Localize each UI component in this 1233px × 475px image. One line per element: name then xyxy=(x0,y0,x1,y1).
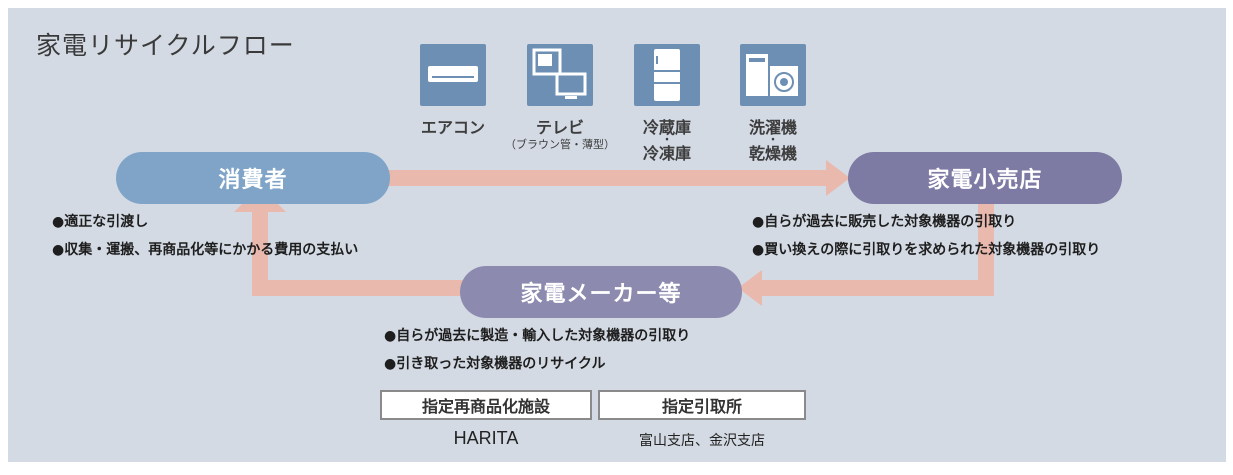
node-manufacturer: 家電メーカー等 xyxy=(460,266,742,318)
list-item: ●買い換えの際に引取りを求められた対象機器の引取り xyxy=(752,242,1101,258)
facility-name-collection-site: 富山支店、金沢支店 xyxy=(639,433,765,449)
node-retailer: 家電小売店 xyxy=(848,152,1122,204)
node-consumer: 消費者 xyxy=(116,152,390,204)
facility-heading-collection-site: 指定引取所 xyxy=(598,390,806,420)
washing-machine-icon xyxy=(740,44,806,106)
facility-name-recycling-plant: HARITA xyxy=(453,428,519,448)
appliance-label-fridge: 冷蔵庫 ・ 冷凍庫 xyxy=(642,118,691,163)
retailer-duties: ●自らが過去に販売した対象機器の引取り ●買い換えの際に引取りを求められた対象機… xyxy=(752,208,1100,264)
appliance-label-washer: 洗濯機 ・ 乾燥機 xyxy=(748,118,797,163)
appliance-label-aircon: エアコン xyxy=(420,118,485,137)
list-item: ●引き取った対象機器のリサイクル xyxy=(384,356,606,372)
consumer-duties: ●適正な引渡し ●収集・運搬、再商品化等にかかる費用の支払い xyxy=(52,208,358,264)
facility-heading-recycling-plant: 指定再商品化施設 xyxy=(380,390,592,420)
diagram-title: 家電リサイクルフロー xyxy=(36,31,295,60)
list-item: ●収集・運搬、再商品化等にかかる費用の支払い xyxy=(52,242,359,258)
diagram-panel xyxy=(8,8,1226,462)
list-item: ●適正な引渡し xyxy=(52,214,149,230)
television-icon xyxy=(527,44,593,106)
list-item: ●自らが過去に販売した対象機器の引取り xyxy=(752,214,1017,230)
refrigerator-icon xyxy=(634,44,700,106)
list-item: ●自らが過去に製造・輸入した対象機器の引取り xyxy=(384,328,691,344)
air-conditioner-icon xyxy=(420,44,486,106)
arrow-consumer-to-retailer xyxy=(360,160,850,196)
appliance-label-tv: テレビ （ブラウン管・薄型） xyxy=(505,118,615,151)
arrow-retailer-to-manufacturer xyxy=(738,200,994,306)
manufacturer-duties: ●自らが過去に製造・輸入した対象機器の引取り ●引き取った対象機器のリサイクル xyxy=(384,322,690,378)
